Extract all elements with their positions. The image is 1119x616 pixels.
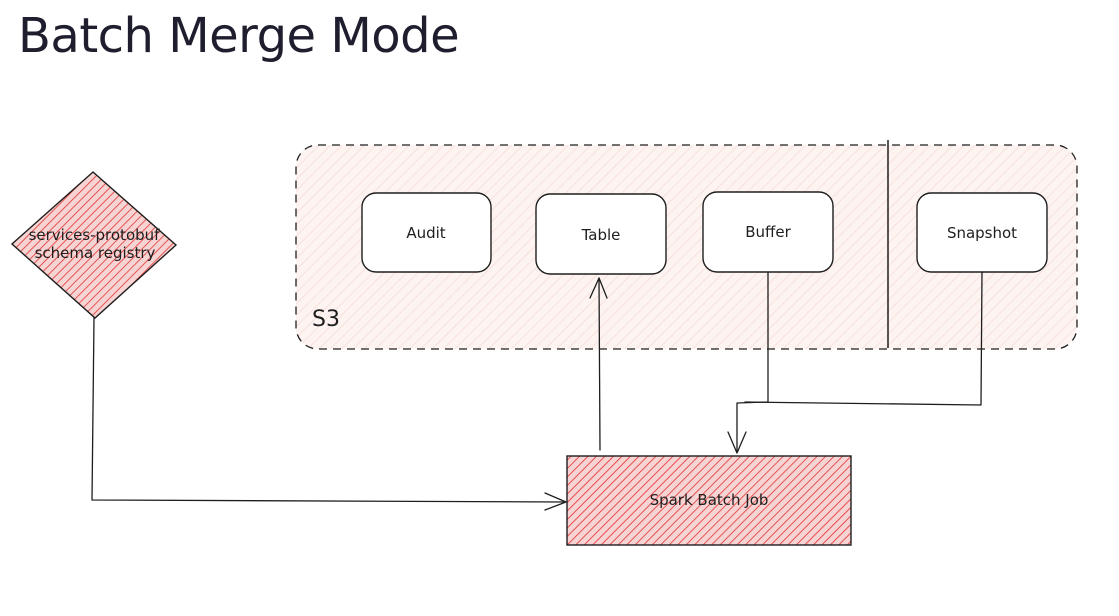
schema-registry-diamond: services-protobuf schema registry — [10, 171, 178, 319]
spark-batch-job-label: Spark Batch Job — [650, 491, 769, 509]
registry-to-job-arrowhead — [544, 492, 567, 511]
s3-label: S3 — [312, 307, 340, 332]
page-title: Batch Merge Mode — [18, 8, 460, 64]
snapshot-label: Snapshot — [947, 224, 1017, 242]
table-label: Table — [581, 226, 621, 244]
registry-label-line2: schema registry — [35, 244, 156, 262]
audit-box: Audit — [361, 192, 492, 273]
spark-batch-job-box: Spark Batch Job — [566, 455, 852, 546]
s3-container: S3 — [295, 140, 1078, 350]
buffer-box: Buffer — [702, 191, 834, 273]
table-box: Table — [535, 193, 667, 275]
job-to-table-arrowhead — [589, 277, 608, 299]
snapshot-to-job-arrow — [744, 271, 983, 406]
audit-label: Audit — [406, 224, 445, 242]
snapshot-box: Snapshot — [916, 192, 1048, 273]
registry-label-line1: services-protobuf — [29, 226, 161, 244]
registry-to-job-arrow — [91, 317, 566, 503]
buffer-label: Buffer — [745, 223, 791, 241]
to-job-arrowhead — [727, 431, 747, 454]
job-to-table-arrow — [598, 277, 601, 451]
